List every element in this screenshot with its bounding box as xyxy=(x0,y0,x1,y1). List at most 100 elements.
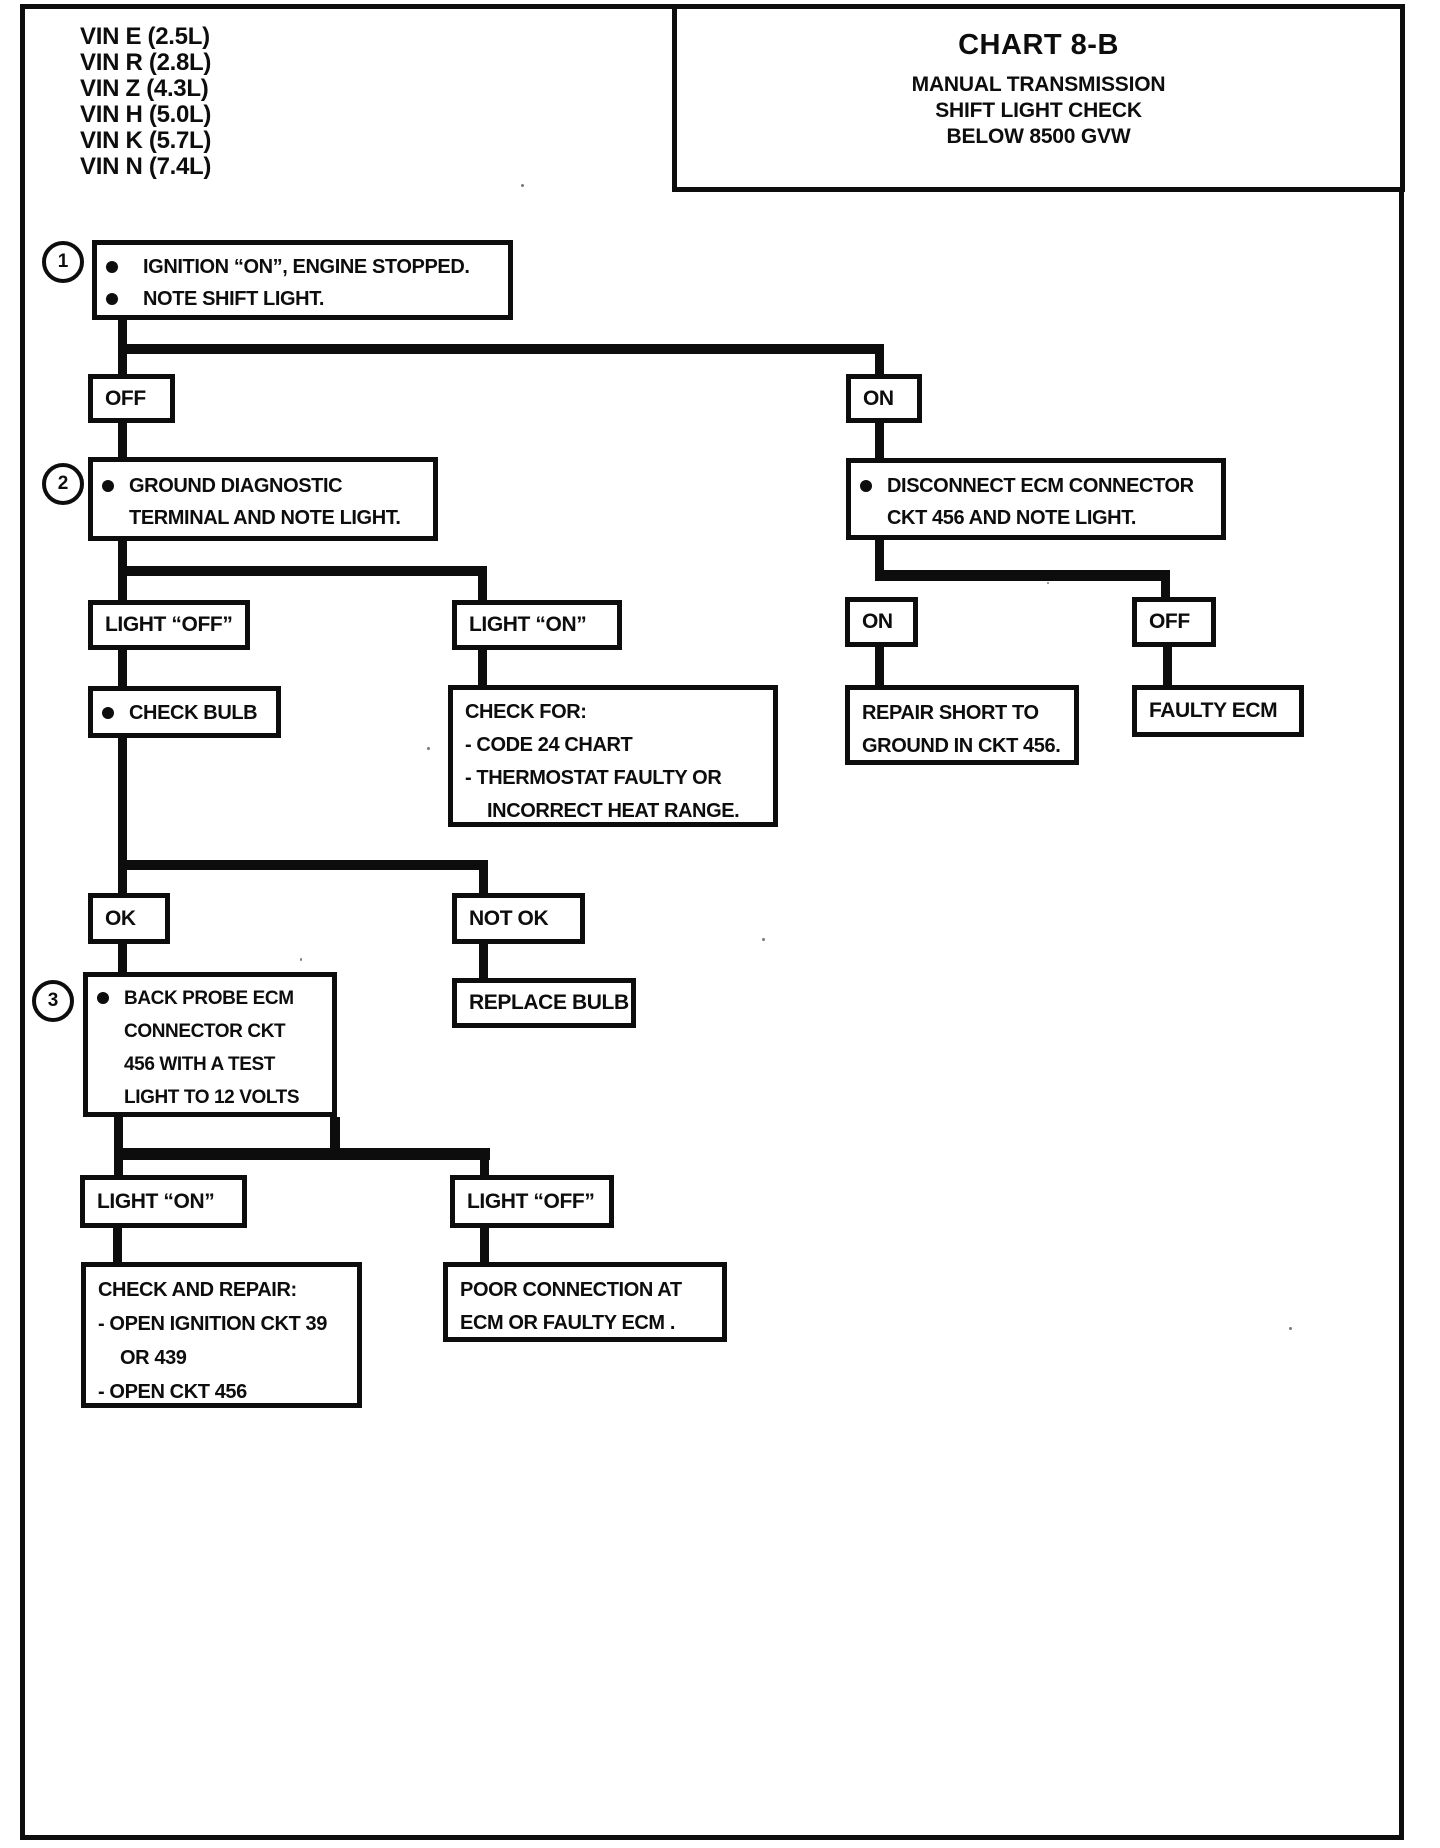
step-3-badge: 3 xyxy=(32,980,74,1022)
chart-subtitle-line: MANUAL TRANSMISSION xyxy=(911,73,1166,96)
connector-line xyxy=(1161,570,1170,600)
scan-speck xyxy=(521,184,524,187)
node-faulty-ecm-label: FAULTY ECM xyxy=(1149,699,1278,722)
node-on-right-label: ON xyxy=(863,386,894,410)
connector-line xyxy=(118,566,487,576)
scan-speck xyxy=(427,747,430,750)
connector-line xyxy=(118,423,127,457)
node-off-2-label: OFF xyxy=(1149,610,1190,633)
node-step3-line3: 456 WITH A TEST xyxy=(124,1054,275,1075)
scan-speck xyxy=(762,938,765,941)
node-light-on-2: LIGHT “ON” xyxy=(80,1175,247,1228)
connector-line xyxy=(875,344,884,374)
node-repair-short: REPAIR SHORT TO GROUND IN CKT 456. xyxy=(845,685,1079,765)
node-disconnect-line1: DISCONNECT ECM CONNECTOR xyxy=(887,475,1194,497)
connector-line xyxy=(479,860,488,893)
node-not-ok-label: NOT OK xyxy=(469,906,549,930)
node-light-on-2-label: LIGHT “ON” xyxy=(97,1189,215,1213)
node-check-bulb-label: CHECK BULB xyxy=(129,702,258,724)
node-step3-line1: BACK PROBE ECM xyxy=(124,988,294,1009)
node-disconnect-line2: CKT 456 AND NOTE LIGHT. xyxy=(887,507,1136,529)
vin-item: VIN K (5.7L) xyxy=(80,127,212,154)
step-1-number: 1 xyxy=(57,251,69,272)
step-3-number: 3 xyxy=(47,990,59,1011)
node-on-2-label: ON xyxy=(862,610,893,633)
node-step3-line2: CONNECTOR CKT xyxy=(124,1021,286,1042)
node-on-right: ON xyxy=(846,374,922,423)
connector-line xyxy=(480,1148,489,1175)
connector-line xyxy=(480,1228,489,1265)
node-light-off-2: LIGHT “OFF” xyxy=(450,1175,614,1228)
connector-line xyxy=(875,647,884,685)
bullet-spacer xyxy=(88,1048,124,1081)
chart-subtitle-line: BELOW 8500 GVW xyxy=(946,125,1131,148)
step-2-number: 2 xyxy=(57,473,69,494)
scan-speck xyxy=(620,1024,622,1026)
vin-item: VIN H (5.0L) xyxy=(80,101,212,128)
scan-speck xyxy=(1289,1327,1292,1330)
node-check-for-line1: CHECK FOR: xyxy=(465,701,587,723)
vin-item: VIN N (7.4L) xyxy=(80,153,212,180)
chart-title: CHART 8-B xyxy=(958,29,1119,61)
bullet-icon xyxy=(97,251,143,283)
connector-line xyxy=(113,1228,122,1262)
node-off-left-label: OFF xyxy=(105,386,146,410)
node-off-left: OFF xyxy=(88,374,175,423)
node-check-for-line2: - CODE 24 CHART xyxy=(465,734,633,756)
node-light-off-1-label: LIGHT “OFF” xyxy=(105,613,233,636)
bullet-icon xyxy=(88,982,124,1015)
node-on-2: ON xyxy=(845,597,918,647)
node-replace-bulb: REPLACE BULB xyxy=(452,978,636,1028)
connector-line xyxy=(875,540,884,580)
connector-line xyxy=(118,344,884,354)
vin-item: VIN R (2.8L) xyxy=(80,49,212,76)
vin-item: VIN Z (4.3L) xyxy=(80,75,209,102)
scan-speck xyxy=(300,958,302,961)
connector-line xyxy=(330,1117,340,1160)
bullet-icon xyxy=(93,470,129,502)
node-poor-connection-line1: POOR CONNECTION AT xyxy=(460,1279,682,1301)
node-repair-short-line1: REPAIR SHORT TO xyxy=(862,702,1039,724)
connector-line xyxy=(875,423,884,458)
connector-line xyxy=(478,650,487,685)
node-step3-line4: LIGHT TO 12 VOLTS xyxy=(124,1087,300,1108)
connector-line xyxy=(1163,647,1172,685)
node-ok: OK xyxy=(88,893,170,944)
connector-line xyxy=(118,860,488,870)
node-poor-connection: POOR CONNECTION AT ECM OR FAULTY ECM . xyxy=(443,1262,727,1342)
node-step2-line2: TERMINAL AND NOTE LIGHT. xyxy=(129,507,401,529)
step-1-badge: 1 xyxy=(42,241,84,283)
node-check-and-repair-line1: CHECK AND REPAIR: xyxy=(98,1279,297,1301)
chart-subtitle-line: SHIFT LIGHT CHECK xyxy=(935,99,1142,122)
bullet-icon xyxy=(851,470,887,502)
connector-line xyxy=(875,570,1170,581)
node-ok-label: OK xyxy=(105,906,136,930)
bullet-spacer xyxy=(88,1015,124,1048)
vin-list: VIN E (2.5L) VIN R (2.8L) VIN Z (4.3L) V… xyxy=(80,24,211,180)
node-step2: GROUND DIAGNOSTIC TERMINAL AND NOTE LIGH… xyxy=(88,457,438,541)
bullet-icon xyxy=(93,697,129,729)
node-step2-line1: GROUND DIAGNOSTIC xyxy=(129,475,343,497)
node-light-off-1: LIGHT “OFF” xyxy=(88,600,250,650)
node-disconnect-ecm: DISCONNECT ECM CONNECTOR CKT 456 AND NOT… xyxy=(846,458,1226,540)
scan-speck xyxy=(1047,582,1049,584)
bullet-spacer xyxy=(88,1081,124,1114)
connector-line xyxy=(118,944,127,972)
connector-line xyxy=(118,738,127,893)
vin-item: VIN E (2.5L) xyxy=(80,23,210,50)
node-step1-line1: IGNITION “ON”, ENGINE STOPPED. xyxy=(143,256,470,278)
bullet-icon xyxy=(97,283,143,315)
node-check-and-repair-line3: OR 439 xyxy=(120,1347,187,1369)
node-check-and-repair: CHECK AND REPAIR: - OPEN IGNITION CKT 39… xyxy=(81,1262,362,1408)
node-check-for-line4: INCORRECT HEAT RANGE. xyxy=(487,800,740,822)
node-check-and-repair-line4: - OPEN CKT 456 xyxy=(98,1381,247,1403)
connector-line xyxy=(114,1148,490,1160)
node-light-on-1-label: LIGHT “ON” xyxy=(469,613,587,636)
node-off-2: OFF xyxy=(1132,597,1216,647)
node-poor-connection-line2: ECM OR FAULTY ECM . xyxy=(460,1312,675,1334)
bullet-spacer xyxy=(851,502,887,534)
node-not-ok: NOT OK xyxy=(452,893,585,944)
node-check-for: CHECK FOR: - CODE 24 CHART - THERMOSTAT … xyxy=(448,685,778,827)
node-light-on-1: LIGHT “ON” xyxy=(452,600,622,650)
